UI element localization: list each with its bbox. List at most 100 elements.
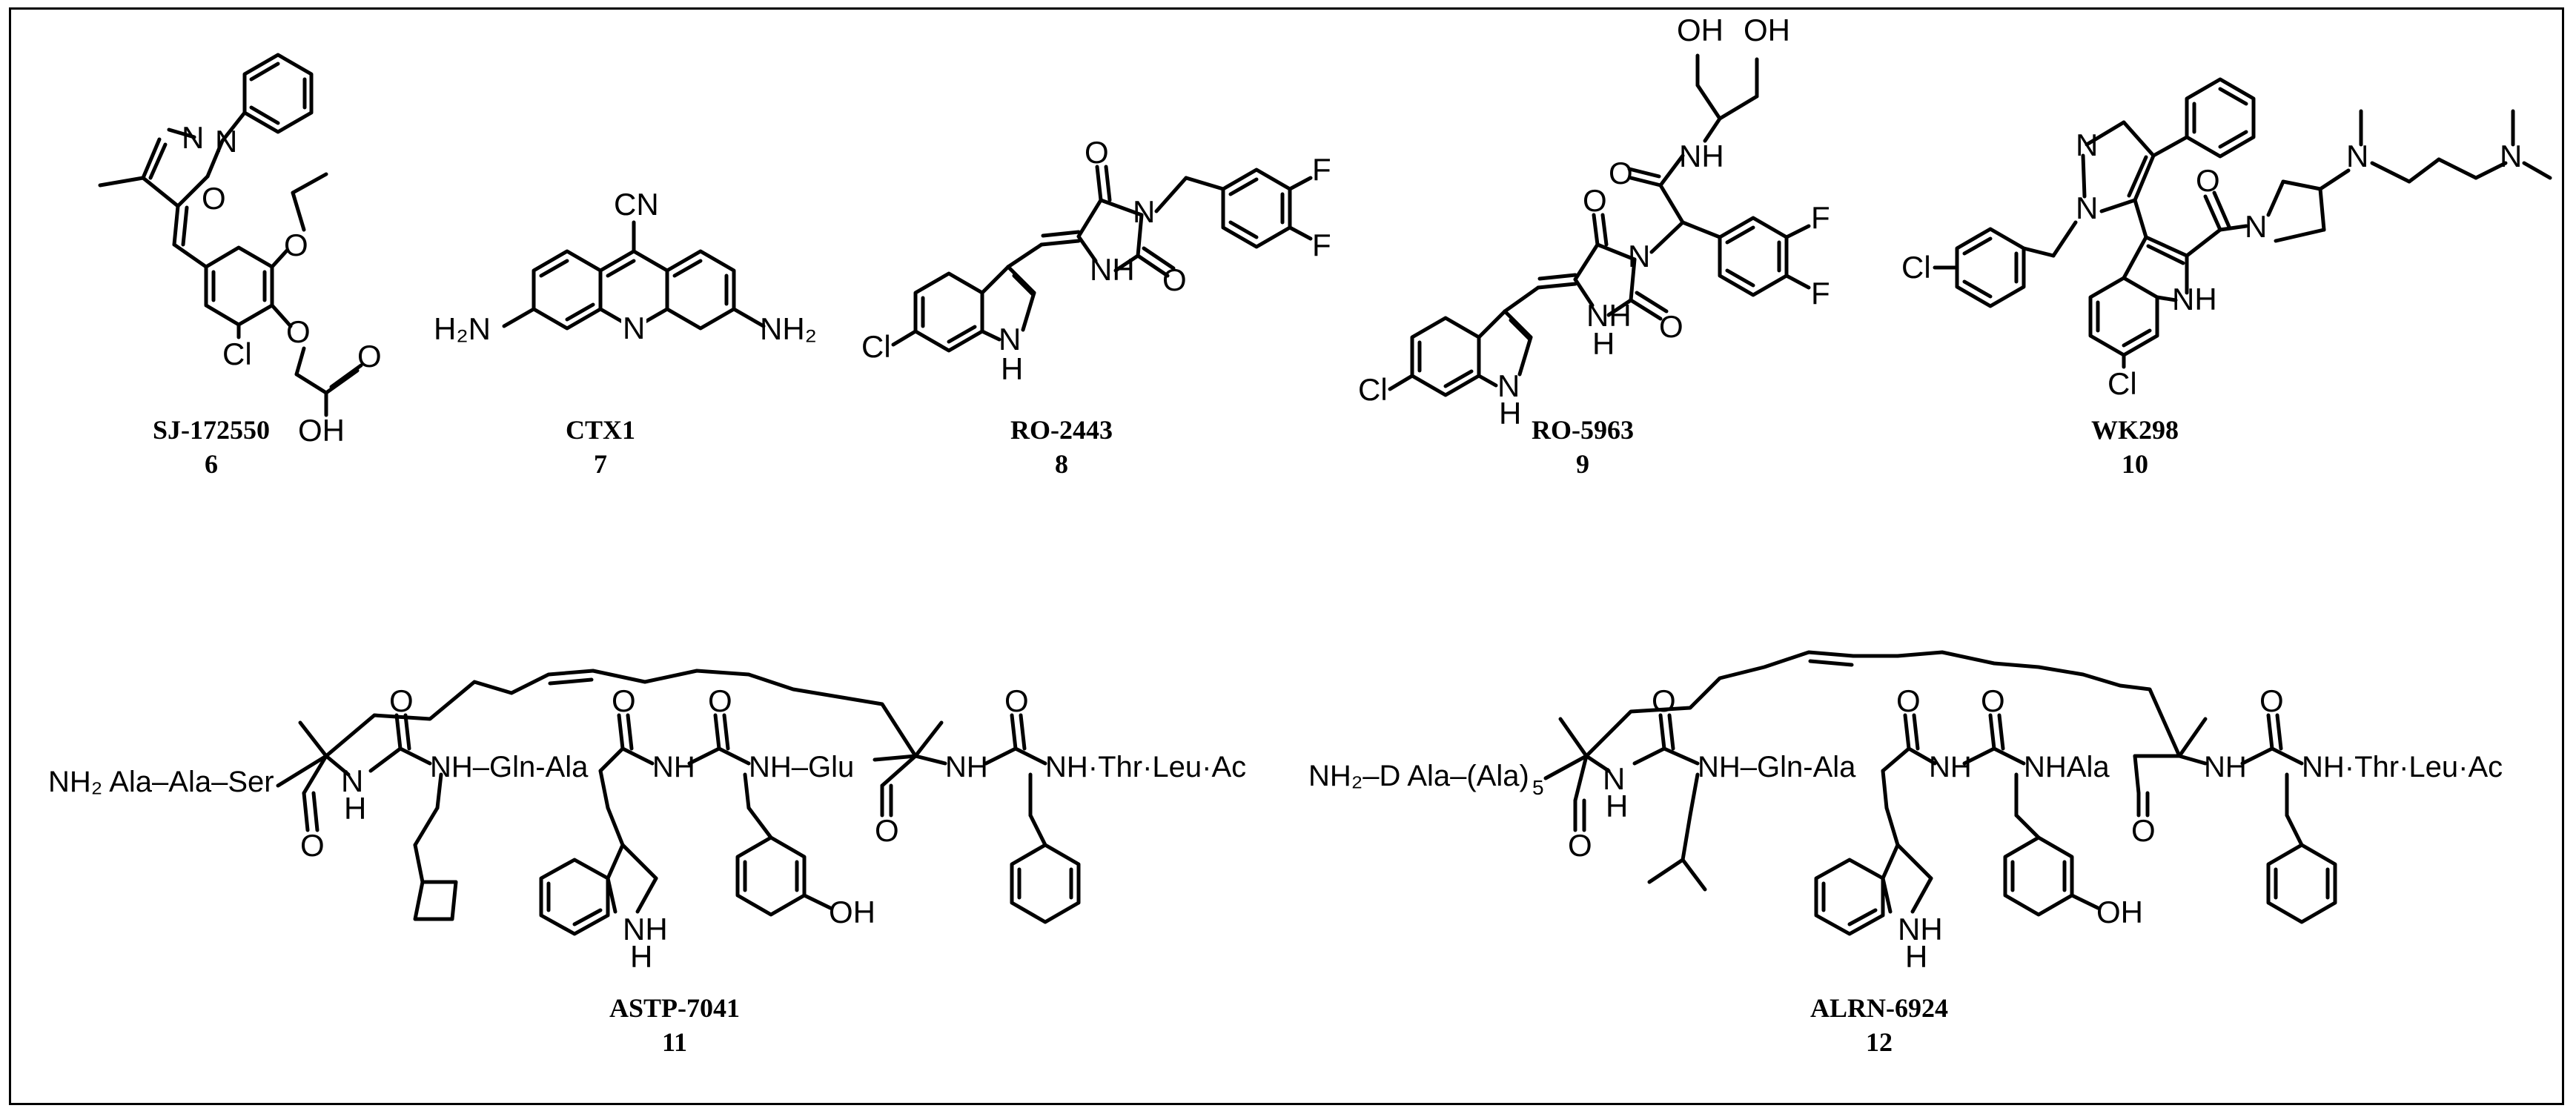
atom-o: O bbox=[2131, 813, 2156, 848]
atom-o: O bbox=[708, 683, 732, 718]
peptide-12-left: NH₂–D Ala–(Ala) bbox=[1308, 760, 1529, 792]
atom-o: O bbox=[389, 683, 414, 718]
atom-n: N bbox=[2076, 127, 2098, 162]
atom-nh2: NH₂ bbox=[760, 311, 817, 346]
structure-wk298: N N O N N N NH Cl Cl WK298 10 bbox=[1901, 77, 2552, 479]
compound-number: 6 bbox=[205, 449, 218, 479]
atom-oh: OH bbox=[1677, 13, 1724, 47]
compound-number: 9 bbox=[1576, 449, 1589, 479]
compound-number: 7 bbox=[594, 449, 607, 479]
compound-name: SJ-172550 bbox=[153, 415, 270, 445]
atom-h: H bbox=[1592, 326, 1615, 361]
peptide-12-seg3: NHAla bbox=[2024, 751, 2110, 783]
atom-nh: NH bbox=[1090, 252, 1135, 287]
atom-n: N bbox=[182, 120, 204, 155]
atom-nh: NH bbox=[1679, 139, 1724, 173]
compound-name: ASTP-7041 bbox=[609, 993, 740, 1023]
atom-o: O bbox=[286, 314, 311, 349]
atom-cl: Cl bbox=[1901, 250, 1931, 285]
atom-n: N bbox=[2245, 209, 2267, 244]
atom-o: O bbox=[1583, 183, 1607, 218]
atom-h: H bbox=[1606, 789, 1628, 823]
atom-cl: Cl bbox=[861, 329, 891, 364]
atom-oh: OH bbox=[298, 413, 345, 448]
structure-ctx1: N CN H₂N NH₂ CTX1 7 bbox=[434, 187, 817, 479]
atom-n: N bbox=[1497, 368, 1520, 403]
compound-name: CTX1 bbox=[566, 415, 635, 445]
atom-oh: OH bbox=[829, 895, 875, 929]
atom-f: F bbox=[1312, 228, 1331, 262]
atom-o: O bbox=[612, 683, 636, 718]
compound-number: 10 bbox=[2122, 449, 2148, 479]
atom-o: O bbox=[202, 181, 226, 216]
structure-ro-5963: OH OH NH O O N O NH H N H Cl F F RO-5963… bbox=[1358, 13, 1830, 479]
atom-n: N bbox=[1133, 194, 1155, 229]
atom-o: O bbox=[1652, 683, 1676, 718]
atom-nh: NH bbox=[623, 912, 668, 946]
atom-o: O bbox=[1004, 683, 1029, 718]
atom-h: H bbox=[1905, 939, 1927, 974]
compound-number: 11 bbox=[662, 1027, 687, 1057]
atom-f: F bbox=[1811, 200, 1830, 235]
atom-o: O bbox=[2196, 163, 2220, 198]
atom-cl: Cl bbox=[2108, 366, 2137, 401]
compound-name: ALRN-6924 bbox=[1810, 993, 1948, 1023]
atom-o: O bbox=[357, 339, 382, 374]
peptide-11-seg3: NH–Glu bbox=[749, 751, 854, 783]
atom-nh: NH bbox=[1898, 912, 1943, 946]
peptide-11-left: NH₂ Ala–Ala–Ser bbox=[48, 766, 274, 798]
compound-number: 12 bbox=[1866, 1027, 1893, 1057]
figure-frame bbox=[9, 7, 2564, 1105]
atom-o: O bbox=[875, 813, 899, 848]
atom-cn: CN bbox=[614, 187, 659, 222]
atom-oh: OH bbox=[2096, 895, 2143, 929]
atom-n: N bbox=[215, 124, 237, 159]
atom-o: O bbox=[2259, 683, 2284, 718]
atom-o: O bbox=[300, 828, 325, 863]
structure-ro-2443: O N O NH N H Cl F F RO-2443 8 bbox=[861, 135, 1331, 479]
atom-n: N bbox=[999, 322, 1021, 357]
atom-f: F bbox=[1312, 152, 1331, 187]
atom-o: O bbox=[1085, 135, 1109, 170]
atom-h: H bbox=[1001, 351, 1023, 386]
structure-astp-7041: NH₂ Ala–Ala–Ser O N H O NH–Gln-Ala O NH … bbox=[48, 669, 1246, 1057]
atom-h: H bbox=[630, 939, 652, 974]
atom-n: N bbox=[341, 763, 363, 798]
atom-nh: NH bbox=[1586, 298, 1632, 333]
peptide-12-subscript: 5 bbox=[1532, 776, 1544, 799]
compound-name: RO-2443 bbox=[1010, 415, 1113, 445]
atom-h: H bbox=[344, 791, 366, 826]
atom-oh: OH bbox=[1744, 13, 1790, 47]
peptide-11-right: NH·Thr·Leu·Ac bbox=[1045, 751, 1246, 783]
atom-nh: NH bbox=[2172, 282, 2217, 316]
atom-h2n: H₂N bbox=[434, 311, 491, 346]
peptide-11-seg2: NH bbox=[652, 751, 695, 783]
peptide-11-seg1: NH–Gln-Ala bbox=[430, 751, 589, 783]
atom-o: O bbox=[1981, 683, 2005, 718]
atom-n: N bbox=[1603, 761, 1625, 796]
atom-o: O bbox=[1609, 156, 1633, 190]
structure-sj-172550: N N O O O O OH Cl SJ-172550 6 bbox=[98, 53, 382, 479]
atom-n: N bbox=[1628, 239, 1650, 273]
atom-cl: Cl bbox=[1358, 372, 1388, 407]
atom-o: O bbox=[1659, 309, 1683, 344]
atom-n: N bbox=[623, 311, 645, 345]
atom-n: N bbox=[2500, 139, 2522, 173]
compound-name: WK298 bbox=[2091, 415, 2179, 445]
atom-o: O bbox=[1568, 828, 1592, 863]
peptide-11-seg4: NH bbox=[945, 751, 988, 783]
structure-alrn-6924: NH₂–D Ala–(Ala) 5 O N H O NH–Gln-Ala O N… bbox=[1308, 650, 2503, 1057]
atom-h: H bbox=[1499, 396, 1521, 431]
peptide-12-seg2: NH bbox=[1929, 751, 1972, 783]
peptide-12-seg4: NH bbox=[2204, 751, 2247, 783]
atom-f: F bbox=[1811, 276, 1830, 311]
compound-name: RO-5963 bbox=[1532, 415, 1634, 445]
atom-o: O bbox=[1162, 262, 1187, 297]
atom-o: O bbox=[1896, 683, 1921, 718]
compound-number: 8 bbox=[1055, 449, 1068, 479]
peptide-12-seg1: NH–Gln-Ala bbox=[1698, 751, 1856, 783]
atom-cl: Cl bbox=[222, 336, 252, 371]
peptide-12-right: NH·Thr·Leu·Ac bbox=[2302, 751, 2503, 783]
